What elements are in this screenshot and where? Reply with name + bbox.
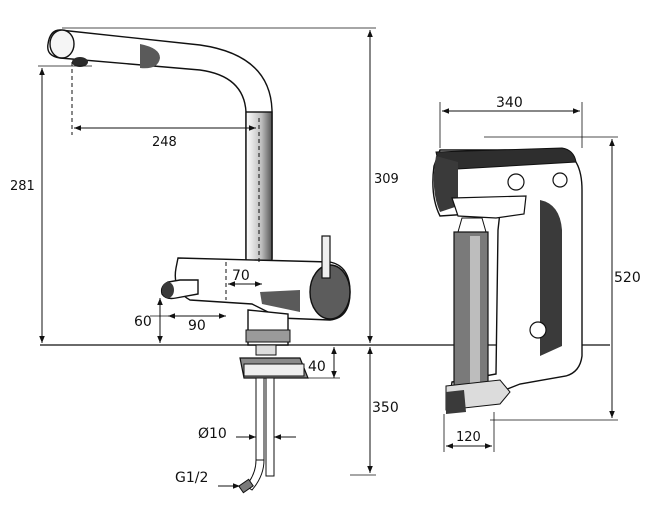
carbonator-head [451, 195, 527, 219]
dim-70-label: 70 [232, 268, 250, 284]
bottle-highlight [470, 236, 480, 386]
spout-head-shadow [140, 44, 160, 69]
dim-350-label: 350 [372, 400, 399, 416]
dim-309-label: 309 [374, 172, 399, 187]
hose-nut [238, 478, 254, 494]
base-foot [446, 390, 466, 414]
spout-head [49, 29, 75, 59]
dim-248-label: 248 [152, 135, 177, 150]
dim-d10-label: Ø10 [198, 426, 227, 442]
dim-40-label: 40 [308, 359, 326, 375]
button-top-right [552, 172, 568, 188]
dim-120-label: 120 [456, 430, 481, 445]
faucet-view: 248 281 309 70 60 90 40 350 Ø10 G1/2 [10, 27, 610, 494]
bottle-neck [457, 217, 487, 233]
lever [321, 235, 331, 279]
dim-90-label: 90 [188, 318, 206, 334]
clamp-plate [243, 363, 305, 377]
dim-281-label: 281 [10, 179, 35, 194]
shank [255, 344, 277, 356]
unit-back [540, 200, 562, 356]
button-top-left [507, 173, 525, 191]
side-outlet-tip [162, 282, 174, 298]
button-lower [529, 321, 547, 339]
hose-left [255, 377, 265, 461]
unit-view: 340 520 120 [432, 95, 641, 452]
dim-g12-label: G1/2 [175, 470, 208, 486]
unit-top [435, 147, 577, 171]
dim-60-label: 60 [134, 314, 152, 330]
spout-nozzle [72, 57, 88, 67]
hose-right [265, 377, 275, 477]
base-ring [245, 329, 291, 343]
mixer-shade [260, 290, 300, 312]
dim-340-label: 340 [496, 95, 523, 111]
dim-520-label: 520 [614, 270, 641, 286]
